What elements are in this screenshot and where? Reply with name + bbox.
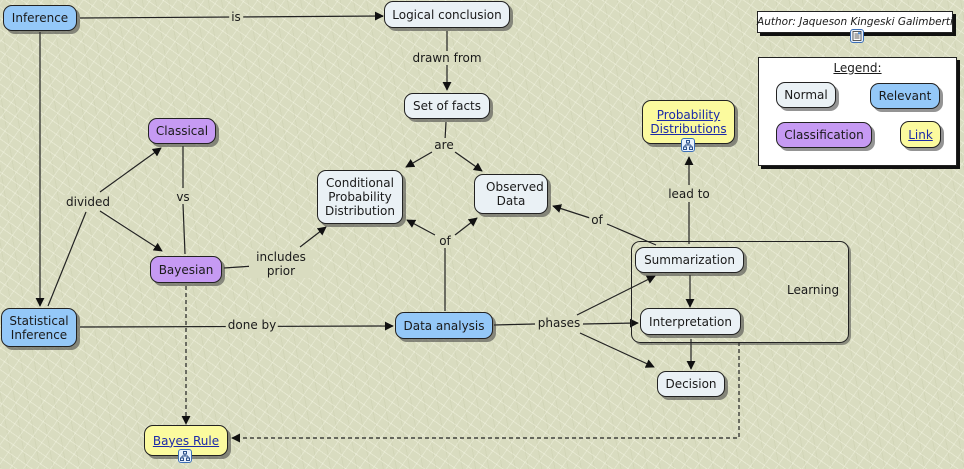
link-label-are[interactable]: are (432, 138, 456, 152)
node-classical-label: Classical (155, 124, 209, 138)
concept-map-icon[interactable] (681, 138, 695, 152)
node-observed-data[interactable]: Observed Data (474, 174, 548, 214)
legend-item-normal: Normal (776, 82, 836, 108)
document-icon[interactable] (850, 29, 864, 43)
link-label-of-summarization[interactable]: of (589, 213, 605, 227)
concept-map-icon[interactable] (178, 449, 192, 463)
edge-are-observed (454, 151, 483, 172)
node-cpd-label: Conditional Probability Distribution (324, 176, 395, 218)
legend-box: Legend: Normal Relevant Classification L… (758, 57, 957, 166)
node-bayesian[interactable]: Bayesian (150, 256, 222, 283)
link-label-includes-prior[interactable]: includes prior (249, 250, 313, 278)
legend-item-relevant-label: Relevant (878, 89, 932, 103)
edge-includes-cpd (299, 226, 327, 248)
legend-item-classification-label: Classification (784, 128, 864, 142)
edge-phases-interpretation (582, 318, 639, 328)
link-label-lead-to[interactable]: lead to (666, 187, 712, 201)
edge-vs-bayesian (182, 203, 186, 255)
node-summarization-label: Summarization (644, 253, 735, 267)
node-statistical-inference[interactable]: Statistical Inference (1, 308, 77, 347)
edge-dataanalysis-phases (493, 323, 536, 326)
node-set-of-facts[interactable]: Set of facts (404, 93, 490, 119)
edge-facts-are (444, 121, 447, 141)
node-statistical-inference-label: Statistical Inference (9, 313, 69, 342)
edge-phases-decision (579, 332, 655, 368)
node-decision[interactable]: Decision (657, 371, 725, 397)
learning-group-label: Learning (787, 283, 840, 297)
edge-statistical-divided (47, 211, 87, 307)
node-interpretation-label: Interpretation (649, 314, 732, 329)
link-label-divided[interactable]: divided (63, 195, 113, 209)
link-label-vs[interactable]: vs (174, 190, 192, 204)
node-classical[interactable]: Classical (148, 118, 216, 144)
legend-item-link-label[interactable]: Link (908, 127, 933, 142)
edge-are-cpd (405, 151, 433, 168)
node-data-analysis-label: Data analysis (403, 318, 485, 333)
learning-group[interactable] (631, 241, 849, 343)
node-data-analysis[interactable]: Data analysis (395, 312, 493, 339)
link-label-drawn-from[interactable]: drawn from (410, 51, 484, 65)
edge-divided-bayesian (99, 210, 163, 252)
legend-item-classification: Classification (776, 122, 872, 148)
node-logical-conclusion[interactable]: Logical conclusion (384, 1, 510, 28)
legend-item-relevant: Relevant (870, 83, 940, 109)
node-logical-conclusion-label: Logical conclusion (392, 7, 502, 22)
edge-of-observed2 (552, 204, 591, 219)
legend-item-link[interactable]: Link (900, 121, 941, 148)
node-inference[interactable]: Inference (3, 5, 77, 31)
node-set-of-facts-label: Set of facts (412, 99, 482, 113)
node-bayes-rule-link[interactable]: Bayes Rule (152, 433, 220, 448)
link-label-done-by[interactable]: done by (225, 318, 279, 332)
legend-item-normal-label: Normal (784, 88, 828, 102)
legend-title: Legend: (833, 61, 882, 75)
node-inference-label: Inference (11, 11, 69, 25)
node-conditional-probability-distribution[interactable]: Conditional Probability Distribution (317, 170, 403, 224)
node-bayesian-label: Bayesian (158, 262, 214, 277)
link-label-phases[interactable]: phases (535, 316, 583, 330)
node-observed-data-label: Observed Data (486, 180, 544, 208)
node-decision-label: Decision (665, 377, 717, 391)
edge-phases-summarization (576, 275, 656, 316)
author-text: Author: Jaqueson Kingeski Galimberti (757, 16, 953, 28)
edge-learning-bayesrule (231, 342, 740, 443)
edge-of-cpd (406, 219, 436, 236)
link-label-is[interactable]: is (229, 10, 243, 24)
node-interpretation[interactable]: Interpretation (640, 308, 741, 335)
edge-divided-classical (99, 147, 162, 193)
node-probability-distributions-link[interactable]: Probability Distributions (650, 108, 727, 136)
node-summarization[interactable]: Summarization (635, 247, 744, 273)
edge-of-observed (454, 217, 478, 236)
link-label-of-data-analysis[interactable]: of (437, 234, 453, 248)
